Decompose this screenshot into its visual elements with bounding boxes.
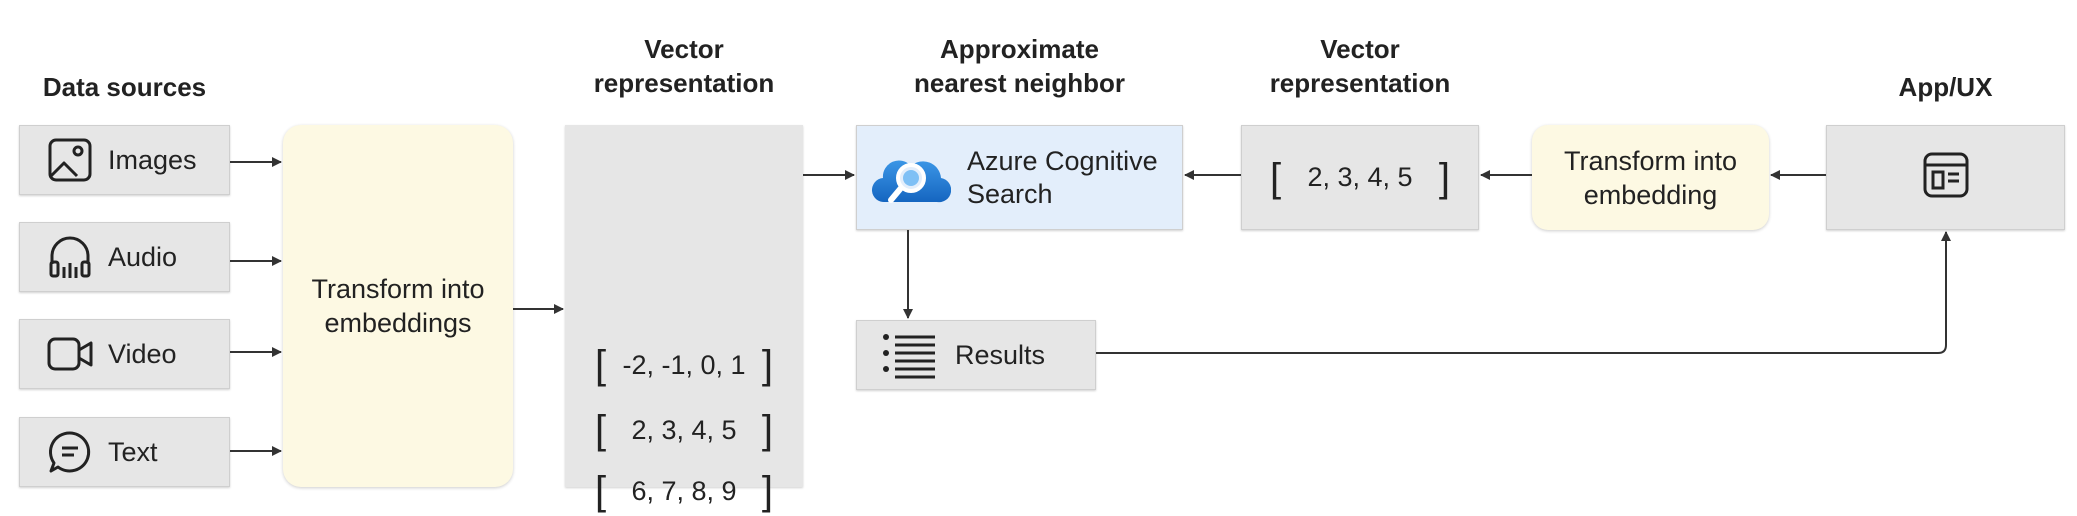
source-text-label: Text: [108, 436, 158, 467]
app-window-icon: [1922, 151, 1970, 204]
query-vector-box: [ 2, 3, 4, 5 ]: [1241, 125, 1479, 230]
video-camera-icon: [46, 330, 94, 378]
vector-values: -2, -1, 0, 1: [622, 349, 746, 380]
source-video-label: Video: [108, 338, 177, 369]
heading-approximate-nearest-neighbor: Approximate nearest neighbor: [914, 34, 1125, 98]
app-ux-box: [1826, 125, 2065, 230]
azure-search-cloud-icon: [871, 148, 952, 208]
close-bracket: ]: [761, 469, 773, 513]
transform-embedding-line2: embedding: [1583, 179, 1718, 210]
source-video-box: Video: [19, 319, 230, 389]
results-label: Results: [955, 339, 1046, 370]
close-bracket: ]: [1438, 155, 1450, 200]
results-box: Results: [856, 320, 1096, 390]
open-bracket: [: [595, 469, 607, 513]
headphones-icon: [46, 233, 94, 281]
arrow-results-to-app: [1096, 231, 1951, 354]
close-bracket: ]: [761, 343, 773, 387]
query-vector-values: 2, 3, 4, 5: [1307, 162, 1413, 192]
transform-into-embeddings-box: Transform into embeddings: [283, 125, 513, 487]
source-audio-label: Audio: [108, 241, 178, 272]
transform-embedding-line1: Transform into: [1563, 145, 1738, 176]
vector-values: 2, 3, 4, 5: [631, 414, 737, 445]
open-bracket: [: [595, 408, 607, 452]
transform-into-embedding-box: Transform into embedding: [1532, 125, 1769, 230]
vector-row: [ -2, -1, 0, 1 ]: [565, 340, 803, 390]
transform-embeddings-line1: Transform into: [311, 274, 485, 304]
source-images-label: Images: [108, 144, 197, 175]
list-icon: [881, 331, 937, 379]
transform-embeddings-line2: embeddings: [324, 308, 472, 338]
connector-arrows: [230, 157, 1951, 456]
heading-data-sources: Data sources: [42, 72, 207, 102]
vector-row: [ 2, 3, 4, 5 ]: [565, 405, 803, 455]
heading-vector-representation-left: Vector representation: [593, 34, 775, 98]
open-bracket: [: [1270, 155, 1282, 200]
azure-cognitive-search-box: Azure Cognitive Search: [856, 125, 1183, 230]
vector-row: [ 6, 7, 8, 9 ]: [565, 466, 803, 516]
source-text-box: Text: [19, 417, 230, 487]
chat-bubble-icon: [46, 428, 94, 476]
vector-values: 6, 7, 8, 9: [631, 475, 737, 506]
heading-vector-representation-right: Vector representation: [1269, 34, 1451, 98]
close-bracket: ]: [761, 408, 773, 452]
azure-search-line1: Azure Cognitive: [967, 145, 1158, 176]
source-audio-box: Audio: [19, 222, 230, 292]
source-images-box: Images: [19, 125, 230, 195]
open-bracket: [: [595, 343, 607, 387]
heading-app-ux: App/UX: [1898, 72, 1993, 102]
azure-search-line2: Search: [967, 178, 1053, 209]
image-icon: [46, 136, 94, 184]
vector-representation-box: [ -2, -1, 0, 1 ] [ 2, 3, 4, 5 ] [ 6, 7, …: [565, 125, 803, 511]
